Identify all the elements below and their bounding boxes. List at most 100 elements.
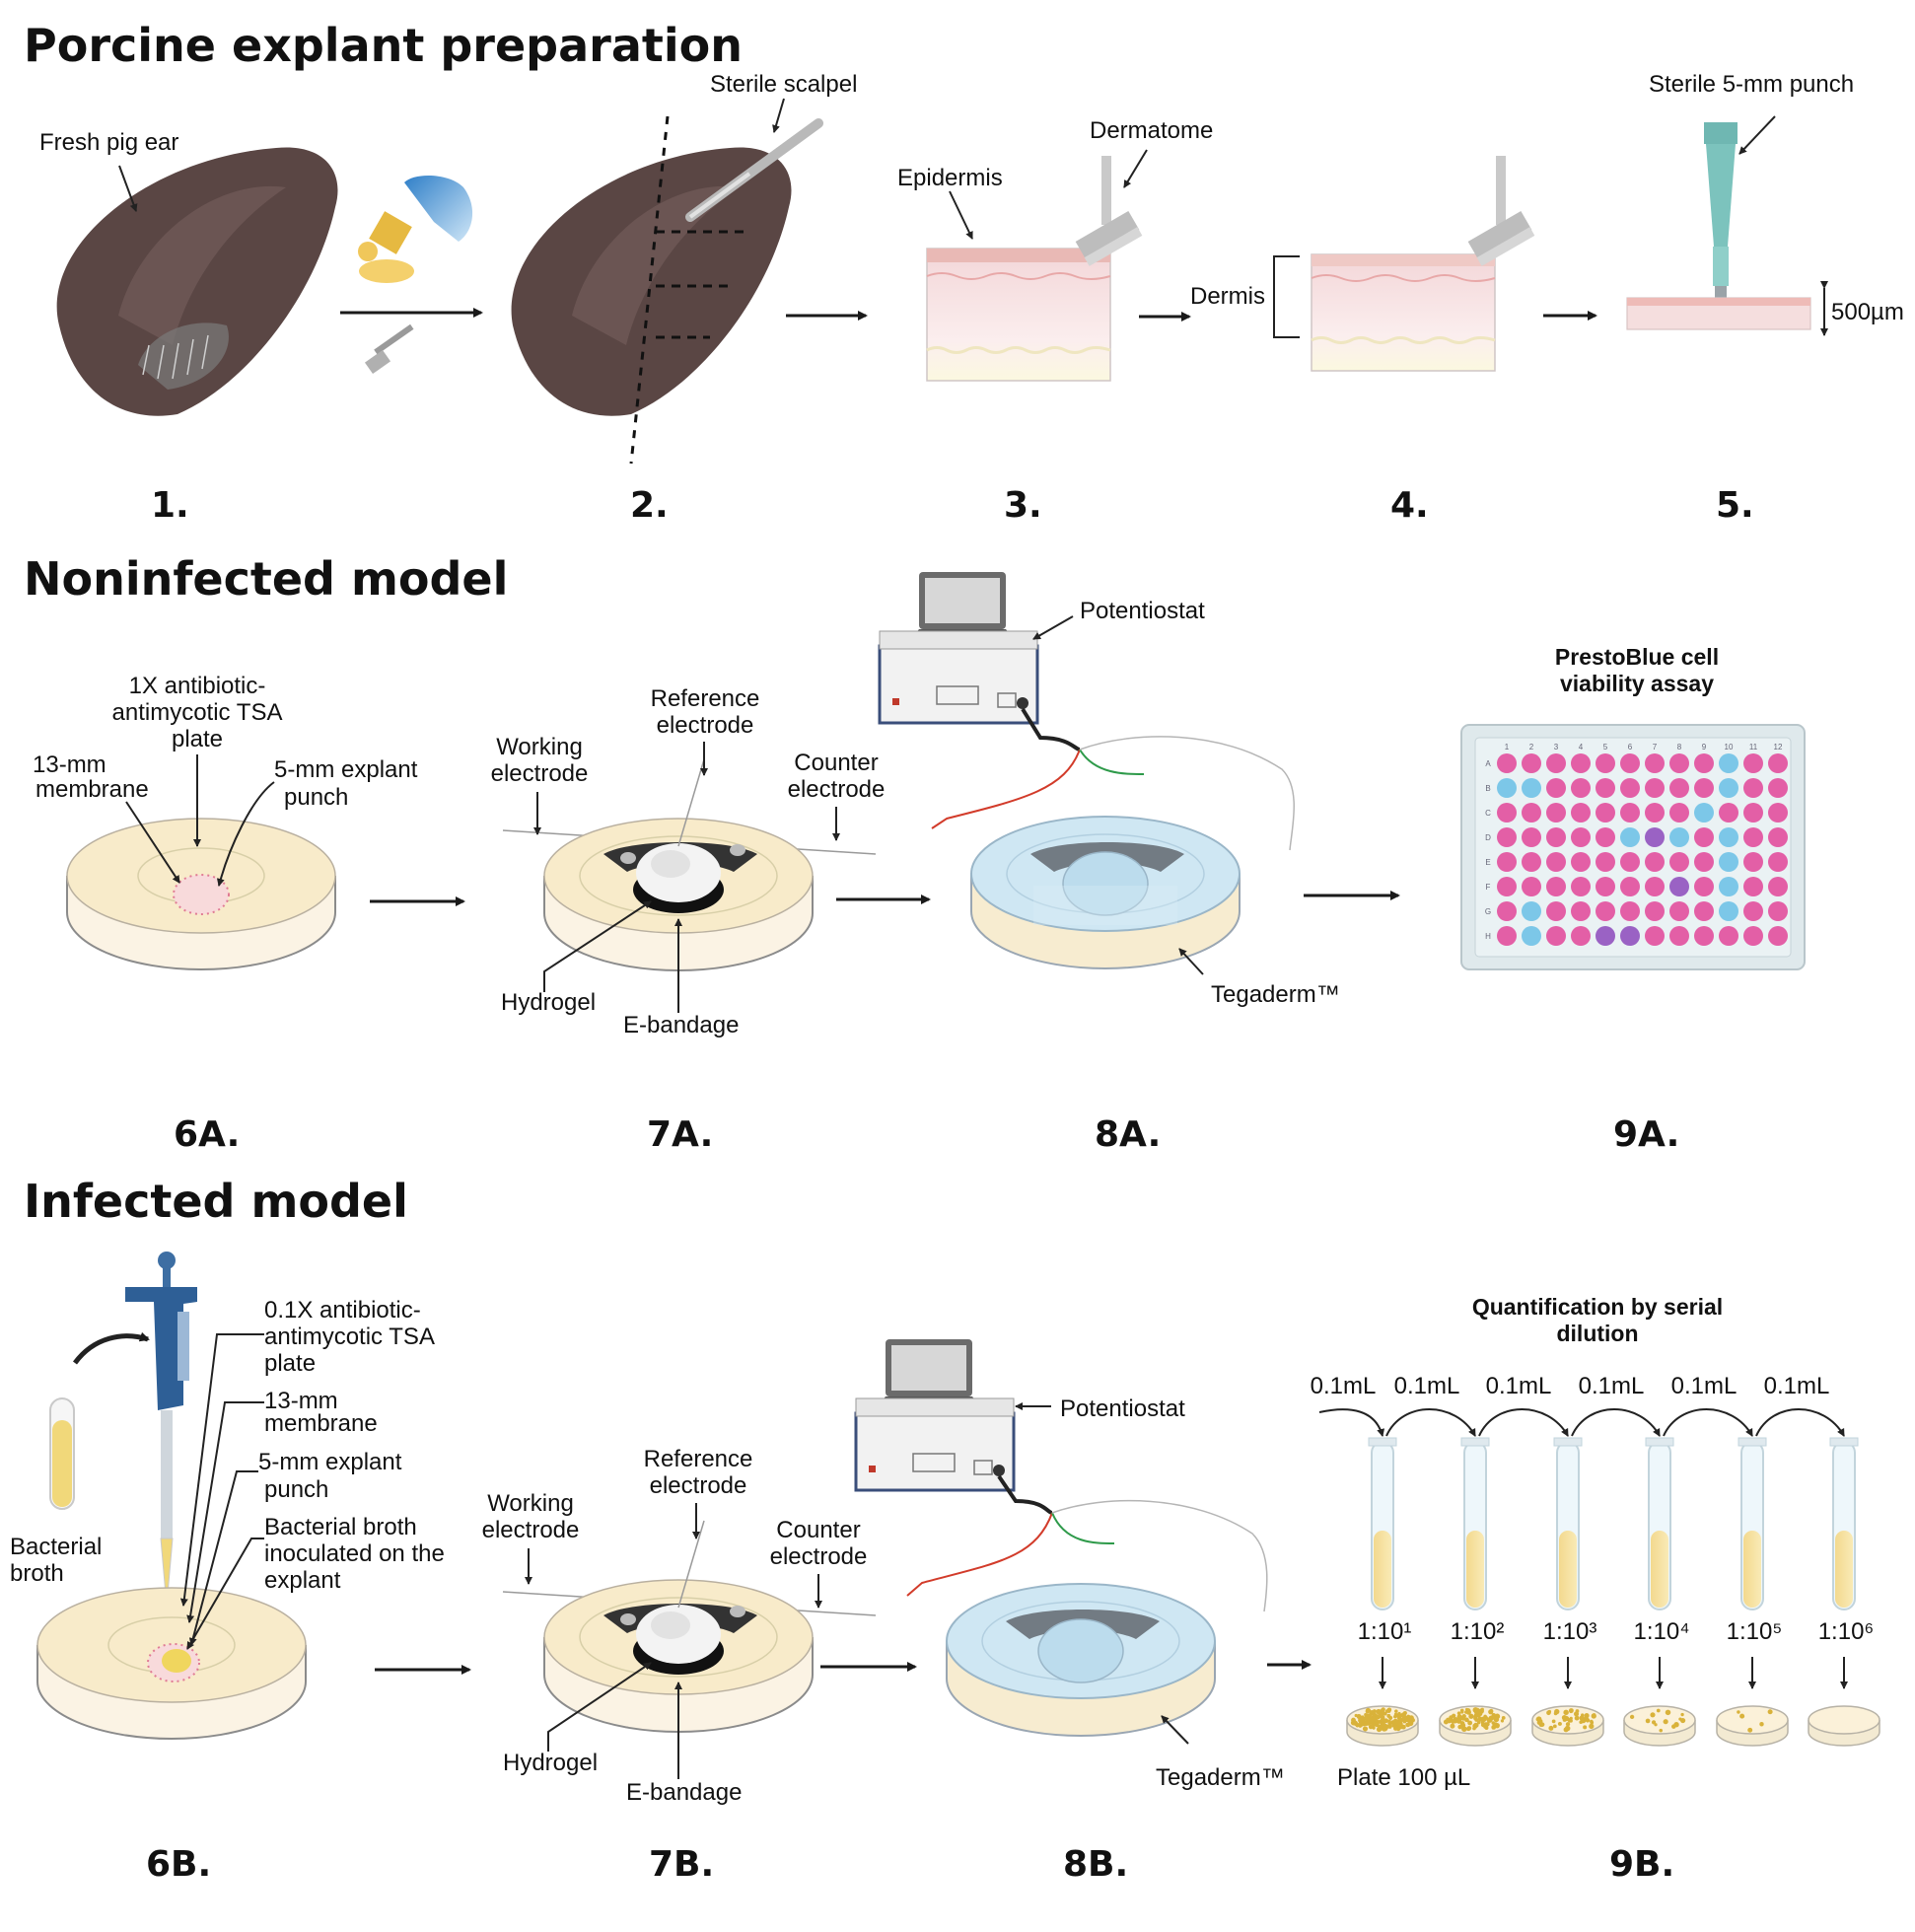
- well: [1743, 803, 1763, 823]
- membrane-label-6b-2: membrane: [264, 1410, 378, 1437]
- section-title-infected: Infected model: [24, 1175, 408, 1228]
- well: [1620, 901, 1640, 921]
- well: [1645, 852, 1665, 872]
- cable-green-8b: [1051, 1512, 1115, 1544]
- well: [1522, 901, 1541, 921]
- colony: [1659, 1728, 1664, 1733]
- presto-title-1: PrestoBlue cell: [1555, 644, 1719, 670]
- colony: [1557, 1721, 1562, 1726]
- well: [1669, 926, 1689, 946]
- well: [1620, 803, 1640, 823]
- colony: [1538, 1722, 1544, 1728]
- colony: [1568, 1708, 1574, 1713]
- well: [1571, 852, 1591, 872]
- well: [1620, 753, 1640, 773]
- colony: [1493, 1716, 1500, 1723]
- colony: [1488, 1709, 1494, 1715]
- dilution-ratio-label: 1:10¹: [1358, 1618, 1412, 1645]
- tube-rim: [1460, 1437, 1490, 1447]
- well: [1497, 753, 1517, 773]
- step-9a: 9A.: [1613, 1114, 1679, 1155]
- dilution-ratio-label: 1:10⁵: [1727, 1618, 1783, 1645]
- membrane-label-6b-1: 13-mm: [264, 1388, 338, 1414]
- cable-black-8a: [1021, 707, 1081, 751]
- well: [1522, 803, 1541, 823]
- colony: [1563, 1715, 1570, 1722]
- working-label-7b-2: electrode: [482, 1517, 580, 1543]
- colony: [1579, 1720, 1583, 1725]
- colony: [1739, 1713, 1745, 1719]
- colony: [1381, 1707, 1385, 1712]
- colony: [1487, 1718, 1492, 1723]
- colony: [1472, 1726, 1476, 1731]
- well: [1596, 803, 1615, 823]
- well-row-label: A: [1485, 759, 1491, 768]
- colony: [1651, 1720, 1657, 1725]
- scalpel-label: Sterile scalpel: [710, 71, 857, 98]
- counter-label-7a-2: electrode: [788, 776, 886, 803]
- colony: [1459, 1708, 1464, 1713]
- quant-title-1: Quantification by serial: [1472, 1294, 1723, 1320]
- well: [1522, 877, 1541, 896]
- tegaderm-pointer-8b: [1161, 1715, 1189, 1745]
- tube-liquid: [1466, 1531, 1484, 1608]
- colony: [1466, 1726, 1472, 1731]
- transfer-volume-label: 0.1mL: [1764, 1373, 1830, 1399]
- ebandage-plate-7a: [502, 758, 877, 971]
- section-title-prep: Porcine explant preparation: [24, 19, 743, 72]
- well: [1596, 926, 1615, 946]
- well: [1719, 803, 1738, 823]
- step-8a: 8A.: [1095, 1114, 1161, 1155]
- reference-label-7b-1: Reference: [644, 1446, 753, 1472]
- hydrogel-label-7b: Hydrogel: [503, 1750, 598, 1776]
- colony: [1447, 1719, 1452, 1724]
- membrane-pointer-6b: [186, 1401, 264, 1623]
- potentiostat-pointer-8a: [1032, 615, 1074, 640]
- well: [1522, 926, 1541, 946]
- well: [1768, 827, 1788, 847]
- well: [1743, 877, 1763, 896]
- colony: [1358, 1724, 1363, 1728]
- well: [1620, 877, 1640, 896]
- petri-dish-6a: [66, 818, 336, 970]
- well: [1571, 753, 1591, 773]
- colony: [1590, 1720, 1595, 1725]
- agar-plate: [1808, 1705, 1880, 1735]
- pig-ear-illustration: [56, 147, 338, 416]
- well: [1694, 877, 1714, 896]
- cut-ear-illustration: [511, 147, 792, 416]
- epidermis-label: Epidermis: [897, 165, 1003, 191]
- well-col-label: 10: [1725, 743, 1734, 751]
- punch-label: Sterile 5-mm punch: [1649, 71, 1854, 98]
- well-col-label: 3: [1554, 743, 1559, 751]
- colony: [1548, 1725, 1554, 1731]
- reference-label-7b-2: electrode: [650, 1472, 747, 1499]
- cut-line: [629, 115, 670, 465]
- transfer-arc: [1663, 1408, 1753, 1437]
- well: [1546, 877, 1566, 896]
- colony: [1410, 1717, 1416, 1723]
- colony: [1360, 1717, 1365, 1723]
- well: [1497, 901, 1517, 921]
- well: [1694, 852, 1714, 872]
- reference-label-7a-1: Reference: [651, 685, 760, 712]
- hydrogel-pointer-7a: [543, 900, 652, 992]
- colony: [1375, 1722, 1380, 1728]
- colony: [1475, 1710, 1480, 1715]
- well: [1620, 926, 1640, 946]
- plate-pointer-6b: [179, 1333, 264, 1607]
- colony: [1449, 1715, 1454, 1720]
- dilution-ratio-label: 1:10⁶: [1818, 1618, 1875, 1645]
- broth-label-2: broth: [10, 1560, 64, 1587]
- well: [1497, 852, 1517, 872]
- colony: [1393, 1718, 1398, 1723]
- reference-label-7a-2: electrode: [657, 712, 754, 739]
- well: [1522, 852, 1541, 872]
- colony: [1546, 1710, 1551, 1716]
- colony: [1387, 1721, 1392, 1726]
- working-label-7b-1: Working: [487, 1490, 574, 1517]
- well: [1669, 753, 1689, 773]
- colony: [1476, 1720, 1481, 1725]
- colony: [1535, 1717, 1539, 1721]
